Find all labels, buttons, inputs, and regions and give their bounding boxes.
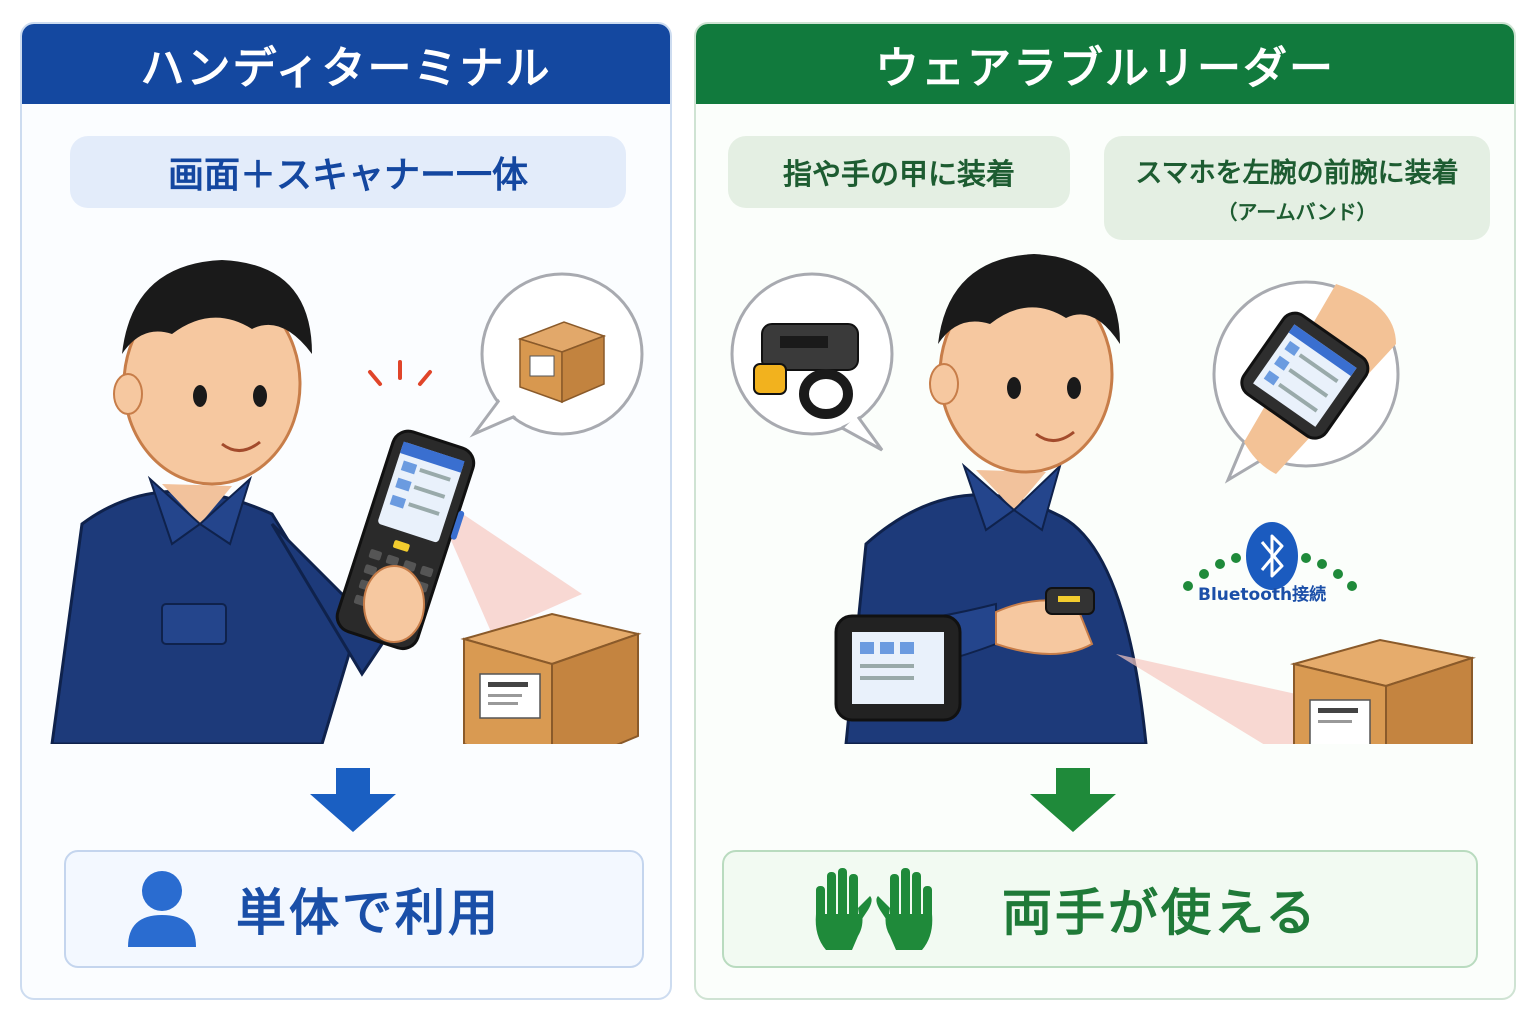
panel-title: ハンディターミナル: [22, 24, 670, 104]
armband-phone-icon: [1240, 311, 1370, 440]
handy-terminal-scene: [50, 260, 644, 744]
result-box: 単体で利用: [64, 850, 644, 968]
feature-text: 画面＋スキャナー一体: [167, 155, 528, 196]
person-icon: [128, 871, 196, 947]
feature-label: 画面＋スキャナー一体: [70, 136, 626, 208]
handy-terminal-panel: ハンディターミナル 画面＋スキャナー一体: [20, 22, 672, 1000]
beep-marks: [368, 360, 432, 386]
panel-title: ウェアラブルリーダー: [696, 24, 1514, 104]
hands-icon: [815, 868, 933, 950]
feature-subtext: （アームバンド）: [1217, 200, 1377, 224]
speech-bubble: [469, 272, 644, 438]
arrow-down-icon: [310, 768, 396, 832]
bluetooth-connection: [1183, 553, 1357, 591]
box-icon: [460, 612, 642, 744]
ring-scanner-icon: [753, 323, 859, 419]
hand: [363, 565, 425, 643]
speech-bubble-ring: [730, 272, 894, 452]
wearable-reader-panel: ウェアラブルリーダー 指や手の甲に装着 スマホを左腕の前腕に装着 （アームバンド…: [694, 22, 1516, 1000]
result-box: 両手が使える: [722, 850, 1478, 968]
arrow-down-icon: [1030, 768, 1116, 832]
result-text: 単体で利用: [236, 884, 501, 942]
result-text: 両手が使える: [1002, 884, 1319, 942]
scan-beam: [1116, 654, 1296, 744]
box-icon: [517, 321, 607, 404]
feature-text: 指や手の甲に装着: [782, 157, 1015, 191]
scan-beam: [430, 492, 582, 634]
ring-scanner-icon: [1045, 587, 1095, 615]
feature-label-ring: 指や手の甲に装着: [728, 136, 1070, 208]
feature-text: スマホを左腕の前腕に装着: [1135, 158, 1459, 189]
speech-bubble-armband: [1212, 280, 1400, 484]
feature-label-armband: スマホを左腕の前腕に装着 （アームバンド）: [1104, 136, 1490, 240]
bluetooth-icon: [1246, 522, 1298, 590]
worker-figure: [50, 260, 404, 744]
wearable-reader-scene: [730, 254, 1476, 744]
box-icon: [1290, 638, 1476, 744]
bluetooth-label: Bluetooth接続: [1198, 585, 1327, 605]
armband-phone-icon: [834, 614, 962, 722]
